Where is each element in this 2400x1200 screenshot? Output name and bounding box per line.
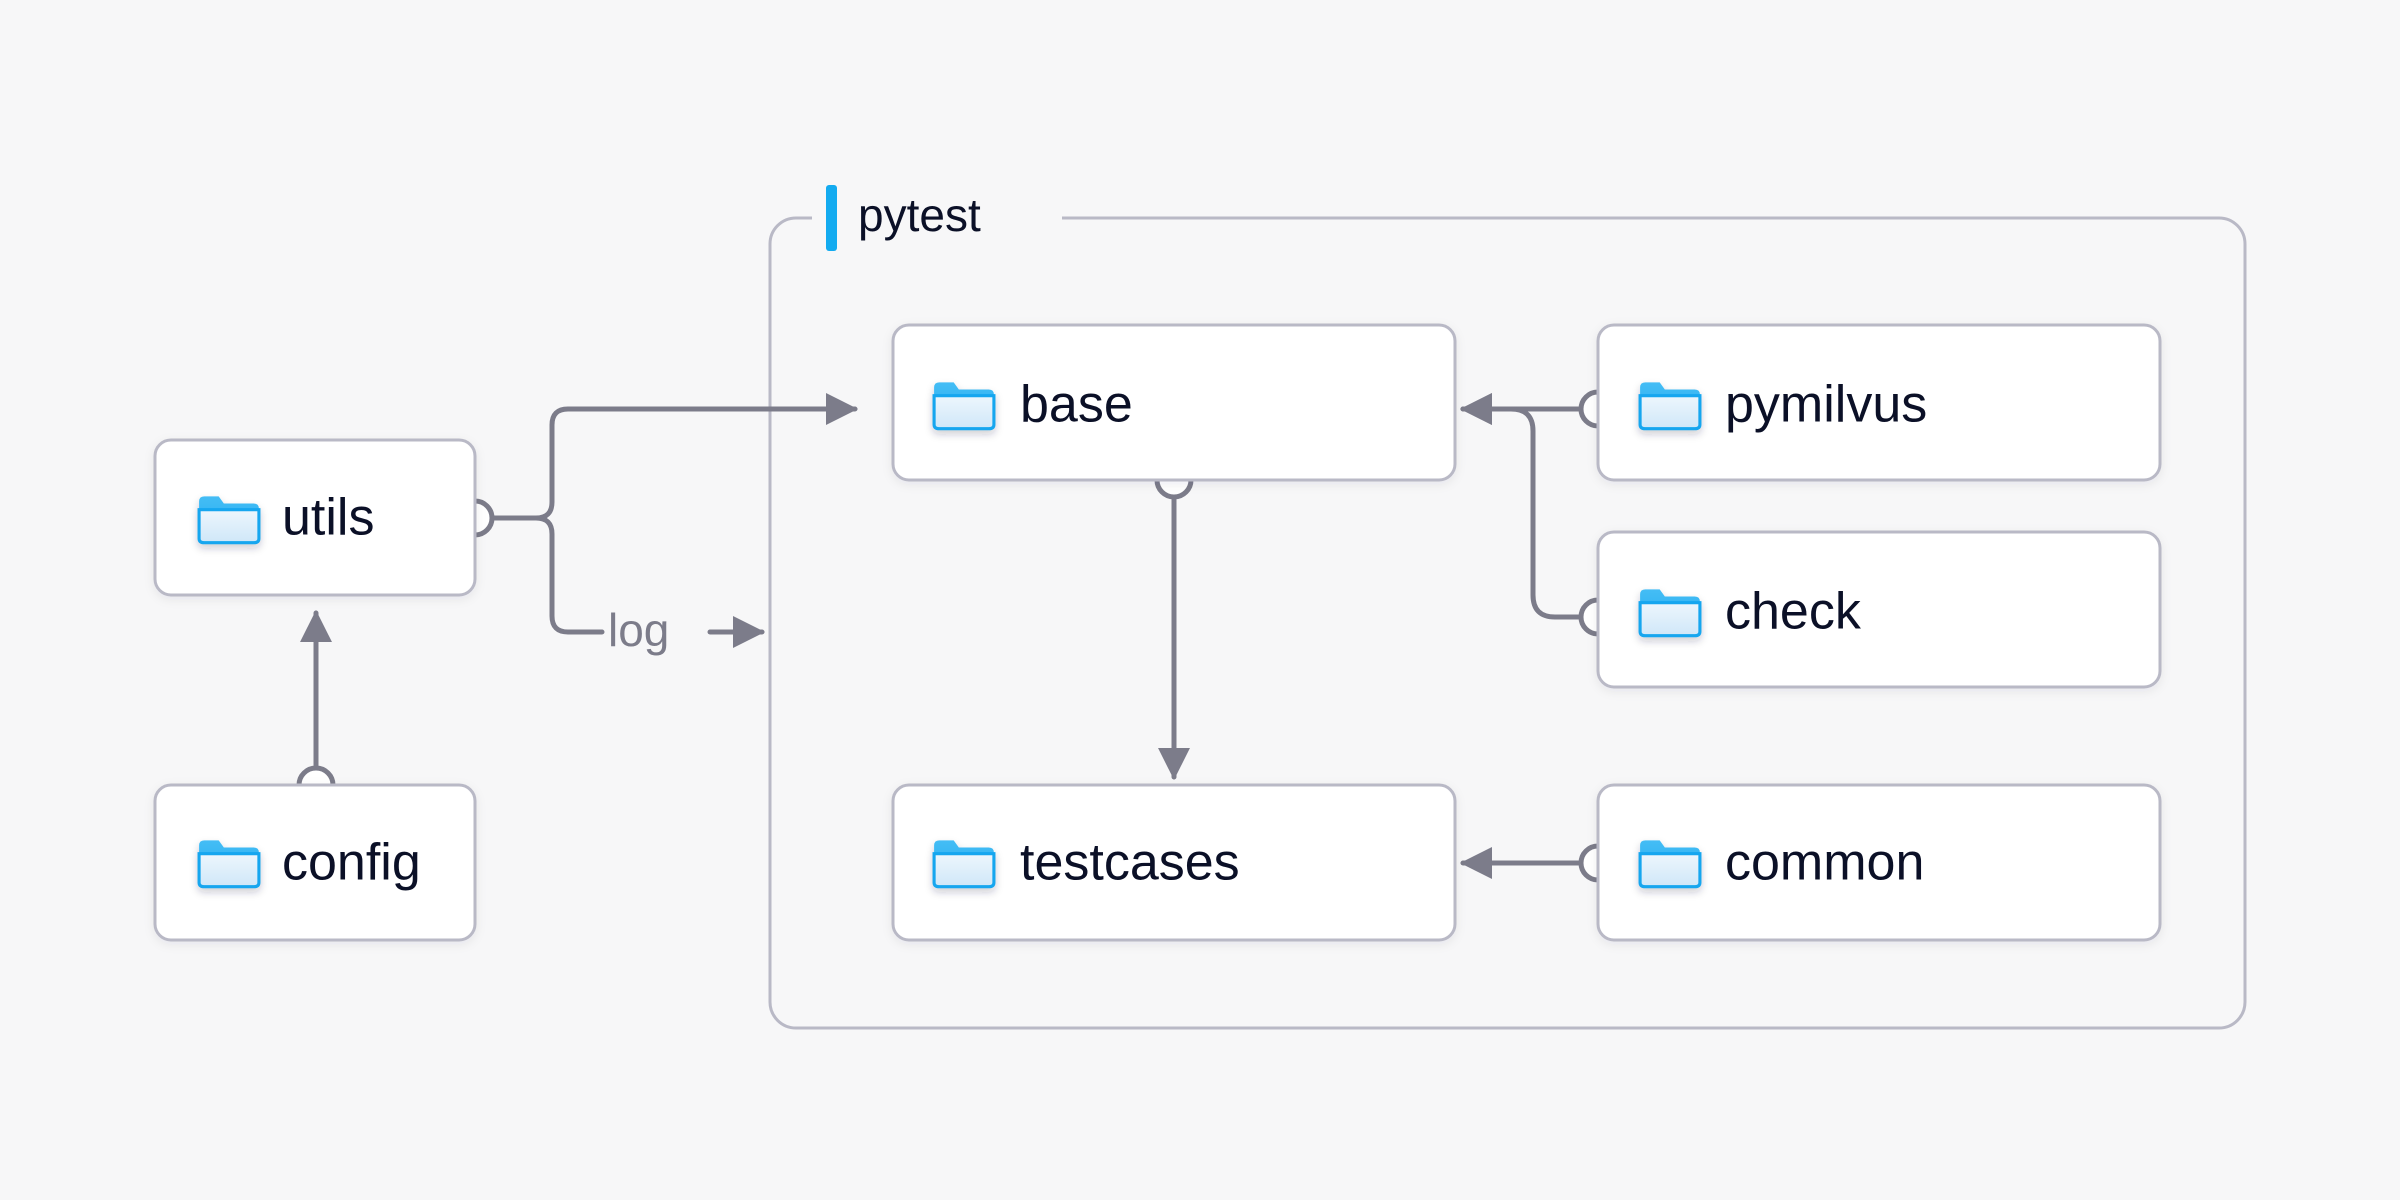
node-common-label: common (1725, 834, 1924, 892)
node-testcases[interactable]: testcases (891, 783, 1457, 942)
node-utils-box[interactable] (153, 438, 477, 597)
node-base-box[interactable] (891, 323, 1457, 482)
pytest-label-backdrop (812, 185, 1062, 251)
edge-check-to-base-line (1460, 392, 1601, 620)
edge-config-to-utils (296, 610, 336, 805)
node-testcases-label: testcases (1020, 834, 1240, 892)
edge-utils-to-base (472, 392, 858, 521)
node-config-label: config (282, 834, 421, 892)
node-pymilvus-label: pymilvus (1725, 376, 1927, 434)
edge-utils-to-base-line (472, 392, 858, 521)
node-check[interactable]: check (1596, 530, 2162, 689)
node-config[interactable]: config (153, 783, 477, 942)
node-testcases-box[interactable] (891, 783, 1457, 942)
node-check-label: check (1725, 583, 1862, 641)
edge-base-to-testcases (1154, 460, 1194, 780)
pytest-accent-bar (826, 185, 837, 251)
edge-utils-to-log-line (472, 515, 605, 635)
edge-utils-to-log: log (455, 498, 765, 656)
pytest-group: pytest (768, 185, 2247, 1030)
node-utils[interactable]: utils (153, 438, 477, 597)
pytest-group-label: pytest (858, 189, 981, 241)
edge-common-to-testcases (1460, 843, 1618, 883)
edge-check-to-base (1460, 392, 1618, 637)
node-check-box[interactable] (1596, 530, 2162, 689)
node-config-box[interactable] (153, 783, 477, 942)
node-common[interactable]: common (1596, 783, 2162, 942)
node-base[interactable]: base (891, 323, 1457, 482)
node-pymilvus-box[interactable] (1596, 323, 2162, 482)
pytest-group-border (768, 216, 2247, 1030)
node-base-label: base (1020, 376, 1133, 434)
edge-label-log: log (608, 604, 669, 656)
node-common-box[interactable] (1596, 783, 2162, 942)
node-utils-label: utils (282, 489, 374, 547)
node-pymilvus[interactable]: pymilvus (1596, 323, 2162, 482)
